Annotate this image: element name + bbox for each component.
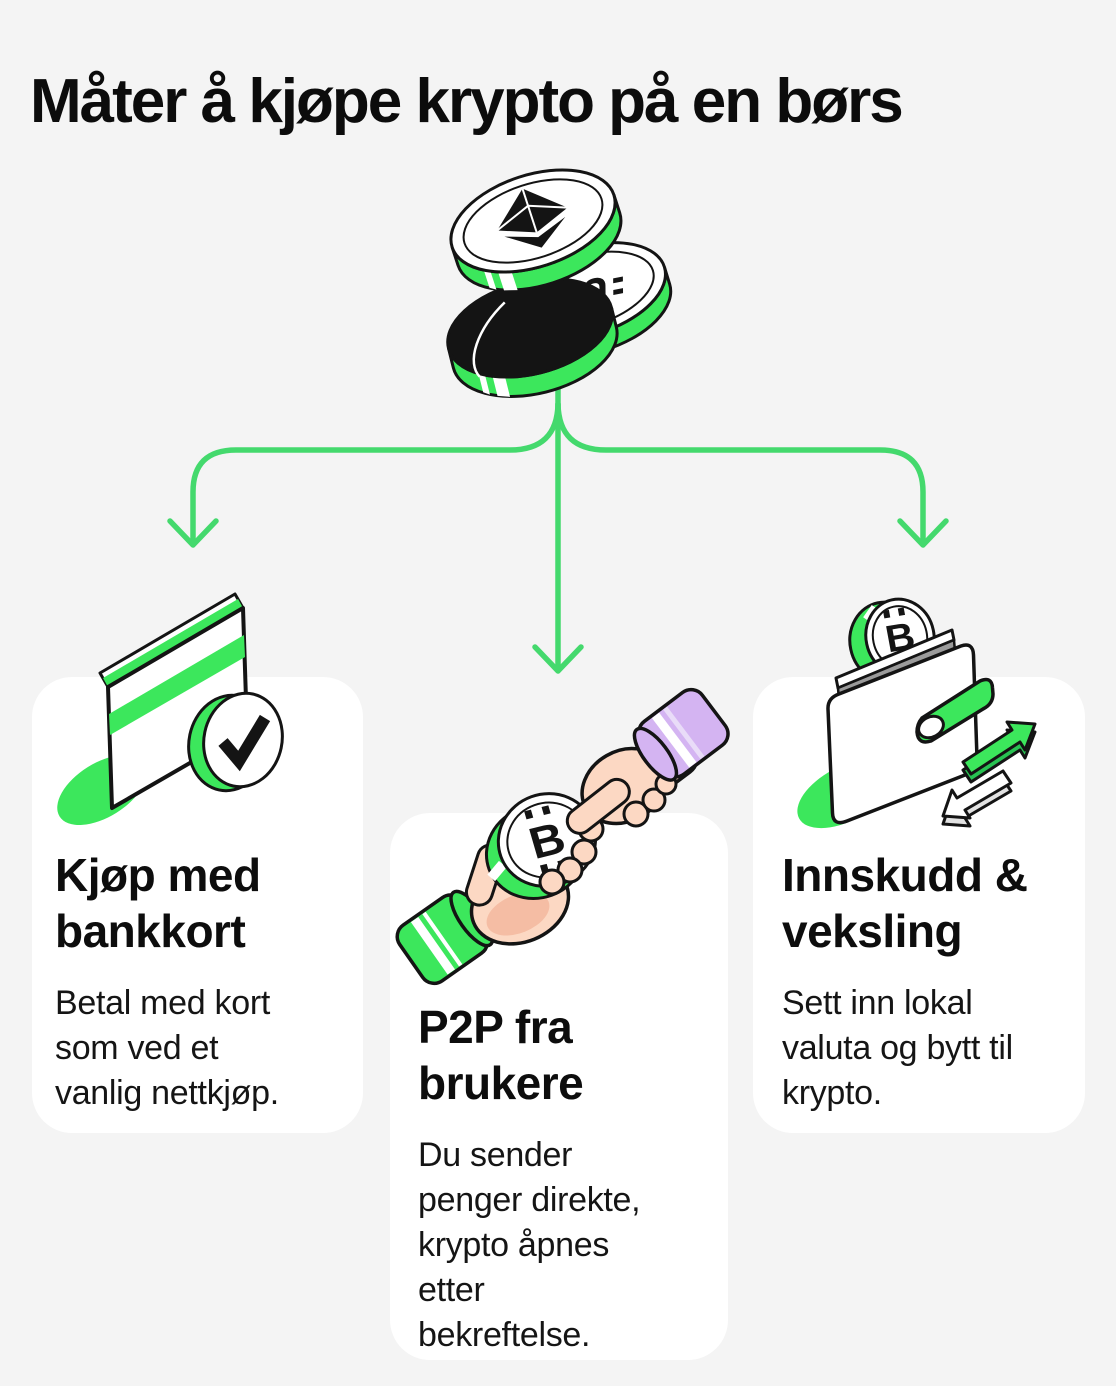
btc-coin: B xyxy=(505,241,673,359)
card-innskudd-body: Sett inn lokal valuta og bytt til krypto… xyxy=(782,984,1013,1112)
card-innskudd-heading: Innskudd & veksling xyxy=(782,849,1028,957)
svg-text:B: B xyxy=(556,272,619,310)
card-p2p-heading: P2P fra brukere xyxy=(418,1001,584,1109)
left-arrow-line xyxy=(190,401,561,545)
coins-stack-illustration: B xyxy=(446,168,673,398)
page-title: Måter å kjøpe krypto på en børs xyxy=(30,66,904,136)
purple-cuff xyxy=(632,687,730,782)
svg-text:B: B xyxy=(882,615,918,661)
black-coin xyxy=(446,271,619,398)
card-p2p: P2P fra brukere Du sender penger direkte… xyxy=(390,813,728,1360)
right-arrowhead-icon xyxy=(897,518,949,548)
card-edge xyxy=(98,592,245,689)
eth-logo-icon xyxy=(496,188,568,248)
eth-coin xyxy=(449,168,623,292)
right-arrow-line xyxy=(555,401,926,545)
card-bankkort-heading: Kjøp med bankkort xyxy=(55,849,261,957)
center-arrowhead-icon xyxy=(532,644,584,674)
card-bankkort: Kjøp med bankkort Betal med kort som ved… xyxy=(32,677,363,1133)
btc-coin-wallet: B xyxy=(848,597,936,684)
card-innskudd: Innskudd & veksling Sett inn lokal valut… xyxy=(753,677,1085,1133)
left-arrowhead-icon xyxy=(167,518,219,548)
card-bankkort-body: Betal med kort som ved et vanlig nettkjø… xyxy=(55,984,279,1112)
card-p2p-body: Du sender penger direkte, krypto åpnes e… xyxy=(418,1136,641,1354)
